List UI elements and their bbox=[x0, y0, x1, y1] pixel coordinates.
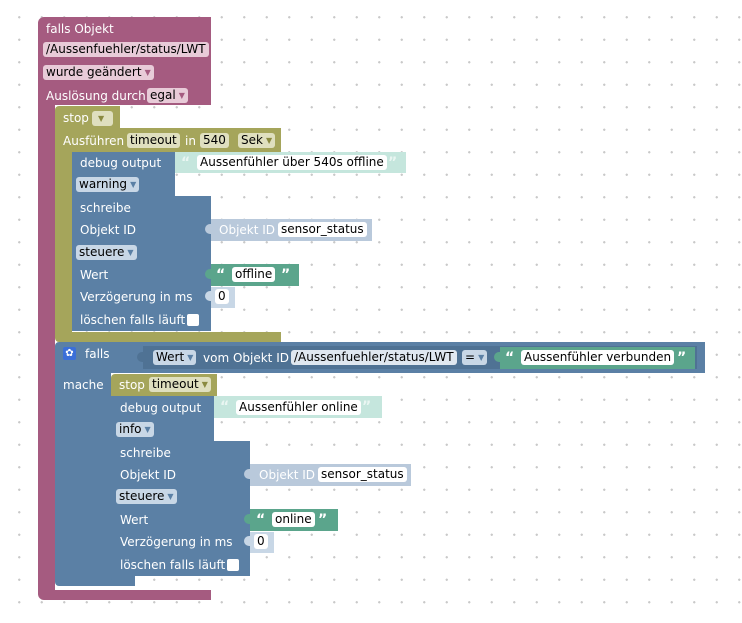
quote-open-icon: “ bbox=[181, 155, 191, 171]
do-label: mache bbox=[63, 378, 104, 392]
write1-value-label: Wert bbox=[80, 268, 109, 282]
debug1-level-dropdown[interactable]: warning▼ bbox=[76, 177, 140, 192]
write2-objid-value[interactable]: sensor_status bbox=[318, 467, 407, 482]
quote-close-icon: ” bbox=[318, 512, 328, 528]
timeout-in-label: in bbox=[185, 134, 196, 148]
write2-objid-prefix: Objekt ID bbox=[259, 468, 316, 482]
debug2-message[interactable]: Aussenfühler online bbox=[236, 400, 361, 415]
write1-value[interactable]: offline bbox=[232, 267, 276, 282]
write2-objid-label: Objekt ID bbox=[120, 468, 177, 482]
write1-objid-label: Objekt ID bbox=[80, 223, 137, 237]
write1-delay-label: Verzögerung in ms bbox=[80, 290, 193, 304]
quote-close-icon: ” bbox=[362, 399, 372, 415]
stop2-label: stop bbox=[119, 378, 145, 392]
write2-value[interactable]: online bbox=[272, 512, 315, 527]
event-trigger-dropdown[interactable]: egal▼ bbox=[147, 88, 188, 103]
write2-delay-label: Verzögerung in ms bbox=[120, 535, 233, 549]
quote-close-icon: ” bbox=[677, 350, 687, 366]
timeout-unit-dropdown[interactable]: Sek▼ bbox=[238, 133, 276, 148]
stop1-label: stop bbox=[63, 111, 89, 125]
timeout-delay-field[interactable]: 540 bbox=[200, 133, 229, 148]
quote-close-icon: ” bbox=[281, 267, 291, 283]
write1-clear-label: löschen falls läuft bbox=[80, 313, 186, 327]
quote-close-icon: ” bbox=[388, 155, 398, 171]
compare-value[interactable]: Aussenfühler verbunden bbox=[521, 350, 675, 365]
write2-clear-checkbox[interactable] bbox=[227, 559, 239, 571]
event-trigger-label: Auslösung durch bbox=[46, 89, 146, 103]
debug1-message[interactable]: Aussenfühler über 540s offline bbox=[197, 155, 387, 170]
write2-mode-dropdown[interactable]: steuere▼ bbox=[116, 489, 177, 504]
event-condition-dropdown[interactable]: wurde geändert▼ bbox=[43, 65, 154, 80]
write1-objid-prefix: Objekt ID bbox=[219, 223, 276, 237]
write2-value-label: Wert bbox=[120, 513, 149, 527]
timeout-name-field[interactable]: timeout bbox=[127, 133, 180, 148]
write2-delay-field[interactable]: 0 bbox=[254, 534, 268, 549]
event-title: falls Objekt bbox=[46, 22, 114, 36]
stop2-dropdown[interactable]: timeout▼ bbox=[149, 377, 211, 392]
compare-from-label: vom Objekt ID bbox=[203, 351, 289, 365]
debug2-level-dropdown[interactable]: info▼ bbox=[116, 422, 154, 437]
compare-operator-dropdown[interactable]: =▼ bbox=[462, 350, 488, 365]
event-object-id[interactable]: /Aussenfuehler/status/LWT bbox=[43, 42, 209, 57]
gear-icon[interactable]: ✿ bbox=[63, 347, 76, 360]
compare-field-dropdown[interactable]: Wert▼ bbox=[153, 350, 197, 365]
write1-objid-value[interactable]: sensor_status bbox=[278, 222, 367, 237]
stop1-dropdown[interactable]: ▼ bbox=[92, 111, 113, 126]
timeout-run-label: Ausführen bbox=[63, 134, 125, 148]
debug1-label: debug output bbox=[80, 156, 162, 170]
compare-object-id[interactable]: /Aussenfuehler/status/LWT bbox=[291, 350, 457, 365]
if-label: falls bbox=[85, 347, 110, 361]
write1-clear-checkbox[interactable] bbox=[187, 314, 199, 326]
quote-open-icon: “ bbox=[220, 399, 230, 415]
debug2-label: debug output bbox=[120, 401, 202, 415]
write1-title: schreibe bbox=[80, 201, 131, 215]
write2-clear-label: löschen falls läuft bbox=[120, 558, 226, 572]
quote-open-icon: “ bbox=[256, 512, 266, 528]
write2-title: schreibe bbox=[120, 446, 171, 460]
write1-mode-dropdown[interactable]: steuere▼ bbox=[76, 245, 137, 260]
quote-open-icon: “ bbox=[505, 350, 515, 366]
write1-delay-field[interactable]: 0 bbox=[215, 289, 229, 304]
quote-open-icon: “ bbox=[216, 267, 226, 283]
